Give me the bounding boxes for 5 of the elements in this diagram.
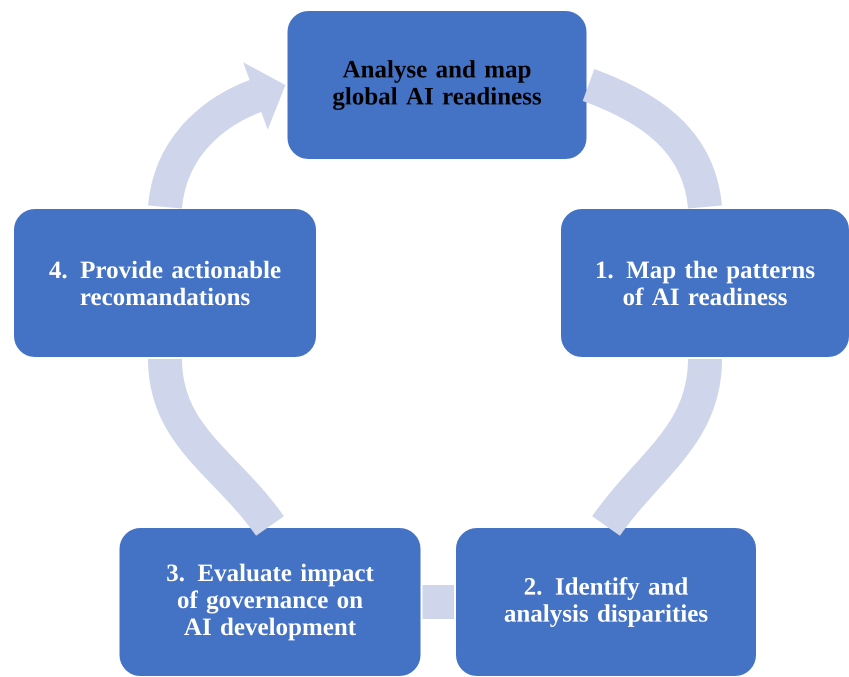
process-box: 1. Map the patterns of AI readiness (559, 207, 849, 359)
process-box: Analyse and map global AI readiness (286, 9, 588, 161)
process-box: 3. Evaluate impact of governance on AI development (118, 526, 422, 677)
process-box: 2. Identify and analysis disparities (454, 526, 758, 677)
process-box: 4. Provide actionable recomandations (12, 207, 318, 359)
